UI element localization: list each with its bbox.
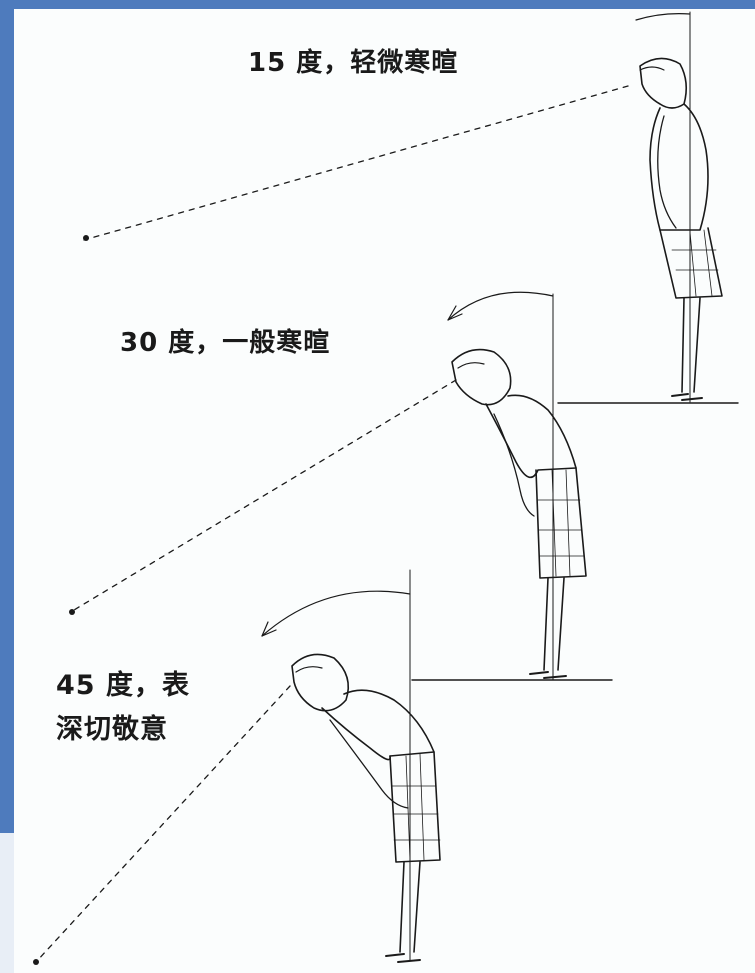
angle-arc-30 bbox=[447, 291, 554, 321]
gaze-line-15 bbox=[83, 85, 629, 241]
torso-30 bbox=[485, 394, 577, 479]
figure-30-degree bbox=[69, 291, 613, 681]
left-frame-band bbox=[0, 0, 14, 840]
figure-45-degree bbox=[33, 569, 441, 965]
caption-45-line-2: 深切敬意 bbox=[56, 714, 168, 745]
caption-15-degree: 15 度，轻微寒暄 bbox=[248, 48, 459, 78]
figure-15-degree bbox=[83, 11, 739, 404]
angle-arc-15 bbox=[635, 13, 691, 21]
gaze-point-45 bbox=[33, 959, 39, 965]
left-frame-lower-strip bbox=[0, 833, 14, 973]
caption-45-line-1: 45 度，表 bbox=[56, 670, 190, 701]
skirt-45 bbox=[389, 751, 441, 863]
legs-45 bbox=[399, 861, 421, 953]
torso-45 bbox=[321, 689, 435, 761]
head-30 bbox=[451, 348, 512, 406]
caption-30-degree: 30 度，一般寒暄 bbox=[120, 328, 331, 358]
top-frame-band bbox=[0, 0, 755, 9]
legs-15 bbox=[681, 297, 701, 393]
gaze-line-30 bbox=[73, 379, 457, 611]
drawing-panel bbox=[14, 9, 755, 973]
gaze-line-45 bbox=[35, 685, 291, 963]
torso-15 bbox=[649, 103, 709, 231]
caption-45-degree: 45 度，表 深切敬意 bbox=[56, 664, 190, 752]
legs-30 bbox=[543, 577, 565, 671]
skirt-30 bbox=[535, 467, 587, 579]
gaze-point-30 bbox=[69, 609, 75, 615]
gaze-point-15 bbox=[83, 235, 89, 241]
head-15 bbox=[639, 57, 688, 109]
skirt-15 bbox=[659, 227, 723, 299]
head-45 bbox=[291, 653, 350, 712]
angle-arc-45 bbox=[261, 590, 411, 637]
